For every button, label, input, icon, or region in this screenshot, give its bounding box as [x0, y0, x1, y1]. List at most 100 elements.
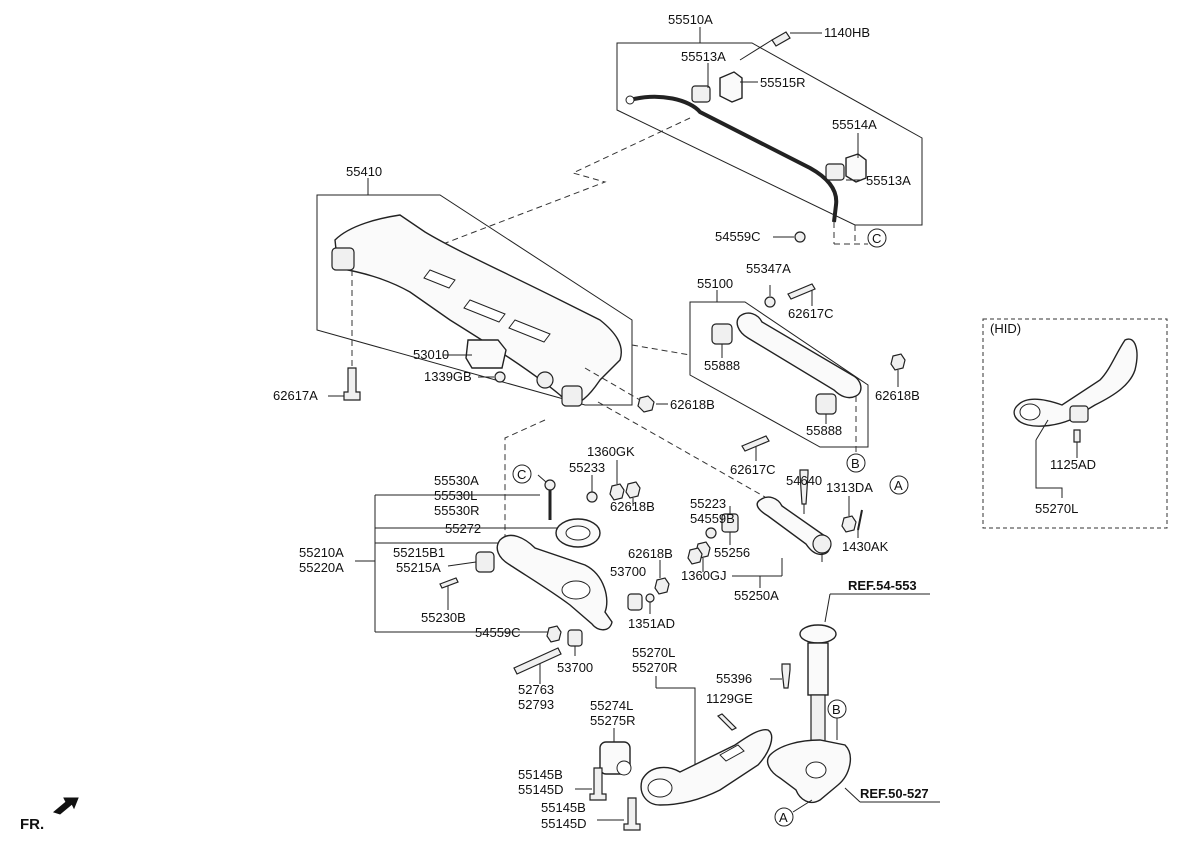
stabilizer-link [544, 479, 556, 491]
callout-53700-top: 53700 [610, 564, 646, 579]
washer-54559b [705, 527, 717, 539]
callout-55530R: 55530R [434, 503, 480, 518]
ref-b-bot-label: B [832, 702, 841, 717]
callout-53700-bot: 53700 [557, 660, 593, 675]
hid-bolt-1125ad [1073, 429, 1081, 443]
crossmember-mount-right [561, 385, 583, 407]
bolt-55396 [781, 663, 791, 689]
callout-1360GK: 1360GK [587, 444, 635, 459]
callout-1339GB: 1339GB [424, 369, 472, 384]
callout-55250A: 55250A [734, 588, 779, 603]
callout-55145B: 55145B [518, 767, 563, 782]
hid-callout-1125AD: 1125AD [1050, 457, 1096, 472]
front-direction-indicator: FR. [20, 797, 79, 833]
callout-54640: 54640 [786, 473, 822, 488]
stabilizer-bushing [691, 85, 711, 103]
bolt-1129ge [716, 713, 738, 731]
callout-55515R: 55515R [760, 75, 806, 90]
callout-55215A: 55215A [396, 560, 441, 575]
ref-c-mid-label: C [517, 467, 526, 482]
callout-1360GJ: 1360GJ [681, 568, 727, 583]
strut-body [807, 642, 829, 696]
nut-62618b-b [654, 577, 670, 595]
callout-55888-right: 55888 [806, 423, 842, 438]
callout-55100: 55100 [697, 276, 733, 291]
callout-55275R: 55275R [590, 713, 636, 728]
ref-50-527: REF.50-527 [860, 786, 929, 801]
stabilizer-bracket-right [845, 153, 867, 183]
callout-54559C-bot: 54559C [475, 625, 521, 640]
nut-54559c-bot [546, 625, 562, 643]
crossmember-mount-left [331, 247, 355, 271]
callout-62618B-right: 62618B [875, 388, 920, 403]
ref-a-right-label: A [894, 478, 903, 493]
hid-inset: (HID) 1125AD 55270L [982, 318, 1168, 529]
bolt-55230b [439, 577, 459, 589]
bushing-55888-left [711, 323, 733, 345]
ref-c-top-label: C [872, 231, 881, 246]
stabilizer-bar-group: 55510A 1140HB 55513A 55515R 55514A 55513… [616, 12, 923, 248]
callout-55145D-2: 55145D [541, 816, 587, 831]
callout-55888-left: 55888 [704, 358, 740, 373]
bushing-53700-bot [567, 629, 583, 647]
trailing-arm-group: 55270L 55270R 55274L 55275R 55145B 55145… [518, 645, 773, 831]
hid-inset-frame [982, 318, 1168, 529]
bolt-62617a [343, 367, 361, 401]
bolt-55145b [589, 767, 607, 801]
callout-55513A-top: 55513A [681, 49, 726, 64]
callout-1430AK: 1430AK [842, 539, 889, 554]
bolt-62617c-bot [741, 435, 770, 452]
callout-55410: 55410 [346, 164, 382, 179]
callout-55510A: 55510A [668, 12, 713, 27]
nut-62618b-mid [637, 395, 655, 413]
ref-a-bot-label: A [779, 810, 788, 825]
washer-1351ad [645, 593, 655, 603]
strut-knuckle-group: B A REF.54-553 REF.50-527 55396 1129GE [706, 578, 940, 827]
bushing-55233 [586, 491, 598, 503]
callout-1313DA: 1313DA [826, 480, 873, 495]
callout-55233: 55233 [569, 460, 605, 475]
strut-top-mount [799, 624, 837, 644]
callout-62618B-mid: 62618B [670, 397, 715, 412]
bolt-62617c-top [787, 283, 816, 300]
hid-label: (HID) [990, 321, 1021, 336]
callout-55145B-2: 55145B [541, 800, 586, 815]
upper-arm-55100 [736, 312, 862, 399]
nut-54559c [794, 231, 806, 243]
callout-55210A: 55210A [299, 545, 344, 560]
upper-arm-group: 55347A 55100 62617C 55888 62618B 55888 6… [689, 261, 920, 477]
callout-55223: 55223 [690, 496, 726, 511]
stabilizer-bar [629, 94, 839, 223]
callout-52793: 52793 [518, 697, 554, 712]
lower-arm-group: C 1360GK 55233 55530A 55530L 55530R 6261… [299, 444, 675, 712]
callout-54559B: 54559B [690, 511, 735, 526]
callout-55530L: 55530L [434, 488, 477, 503]
callout-55220A: 55220A [299, 560, 344, 575]
bushing-55215b1 [475, 551, 495, 573]
bolt-55145b-2 [623, 797, 641, 831]
callout-55256: 55256 [714, 545, 750, 560]
nut-1339gb [494, 371, 506, 383]
hid-callout-55270L: 55270L [1035, 501, 1078, 516]
bolt-54640 [799, 469, 809, 505]
callout-62618B-l: 62618B [610, 499, 655, 514]
fr-label: FR. [20, 816, 44, 833]
callout-55145D: 55145D [518, 782, 564, 797]
callout-55347A: 55347A [746, 261, 791, 276]
callout-55270R: 55270R [632, 660, 678, 675]
ref-marker-c-mid [512, 464, 532, 484]
callout-55513A-right: 55513A [866, 173, 911, 188]
callout-1140HB: 1140HB [824, 25, 870, 40]
ref-marker-b-mid [846, 453, 866, 473]
hid-bracket [1069, 405, 1089, 423]
front-arrow-icon [52, 797, 79, 815]
bolt-1140hb [771, 31, 791, 47]
callout-62617C-bot: 62617C [730, 462, 776, 477]
callout-52763: 52763 [518, 682, 554, 697]
ref-marker-a-bot [774, 807, 794, 827]
ref-54-553: REF.54-553 [848, 578, 917, 593]
callout-55215B1: 55215B1 [393, 545, 445, 560]
ref-marker-c-top [867, 228, 887, 248]
trailing-link-55223 [756, 496, 831, 556]
